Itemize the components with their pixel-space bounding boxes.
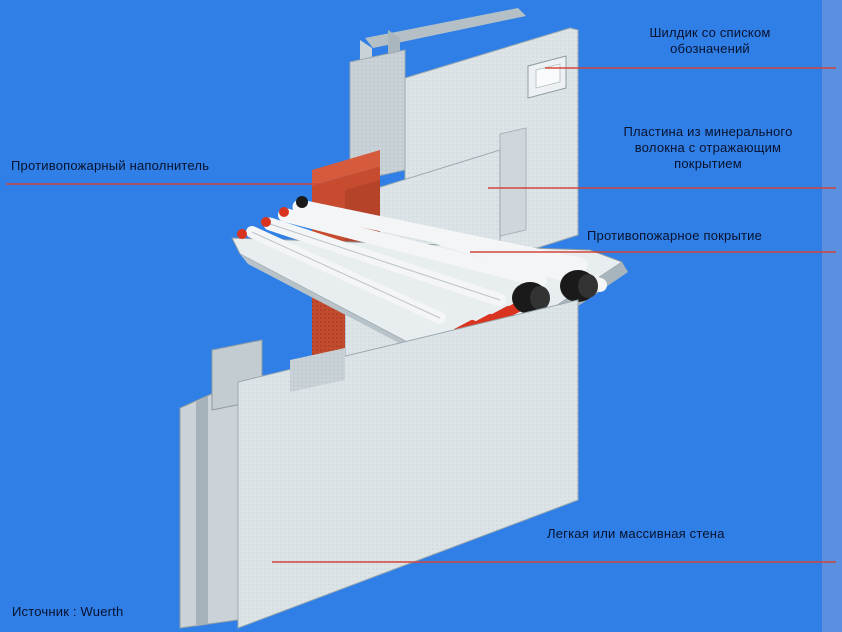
wall-board bbox=[237, 299, 579, 629]
cable-ends-black bbox=[512, 270, 598, 314]
source-credit: Источник : Wuerth bbox=[12, 604, 124, 619]
lower-metal-profile bbox=[179, 339, 263, 629]
cable-white bbox=[246, 226, 446, 324]
label-fire-filler: Противопожарный наполнитель bbox=[11, 158, 210, 173]
right-edge-strip bbox=[822, 0, 842, 632]
leader-lines bbox=[6, 67, 836, 563]
marking-shield bbox=[527, 55, 567, 99]
label-fire-coating: Противопожарное покрытие bbox=[587, 228, 763, 243]
label-wall: Легкая или массивная стена bbox=[547, 526, 725, 541]
label-mineral-plate: Пластина из минерального волокна с отраж… bbox=[623, 124, 793, 171]
cable-white bbox=[278, 208, 547, 287]
cables bbox=[237, 196, 607, 339]
label-shield: Шилдик со списком обозначений bbox=[649, 25, 771, 56]
cable-white bbox=[263, 217, 507, 307]
